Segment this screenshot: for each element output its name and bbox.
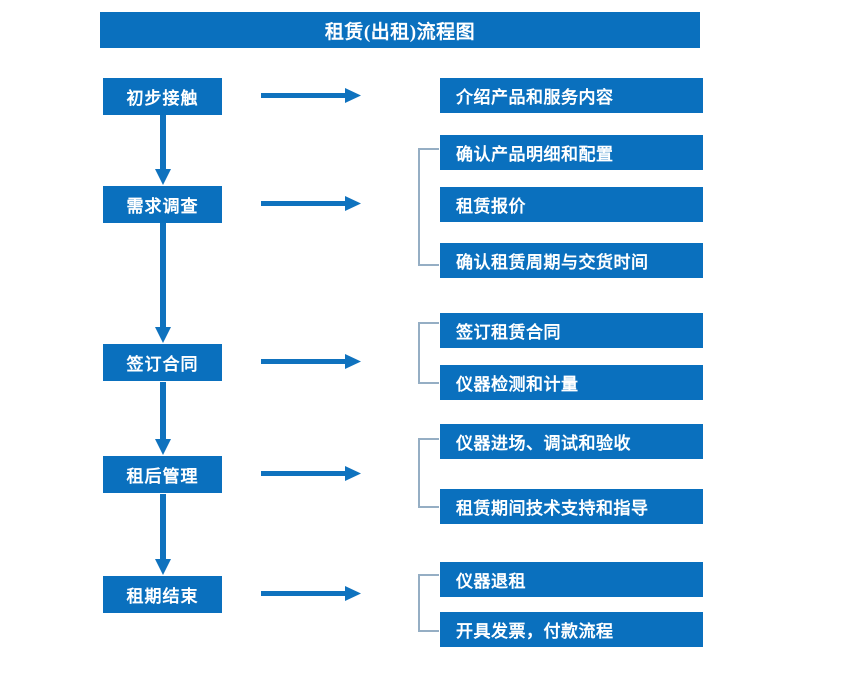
group-bracket-5 xyxy=(417,574,439,632)
detail-box-yiqi-jiance[interactable]: 仪器检测和计量 xyxy=(440,365,703,400)
down-arrow-3 xyxy=(154,382,172,455)
right-arrow-4 xyxy=(261,466,361,482)
detail-box-jieshao-chanpin[interactable]: 介绍产品和服务内容 xyxy=(440,78,703,113)
detail-box-qianding-zulin-hetong[interactable]: 签订租赁合同 xyxy=(440,313,703,348)
down-arrow-1 xyxy=(154,115,172,185)
detail-box-yiqi-tuizu[interactable]: 仪器退租 xyxy=(440,562,703,597)
down-arrow-2 xyxy=(154,223,172,343)
detail-box-yiqi-jinchang[interactable]: 仪器进场、调试和验收 xyxy=(440,424,703,459)
stage-box-xuqiu-diaocha[interactable]: 需求调查 xyxy=(103,186,222,223)
stage-box-chubu-jiechu[interactable]: 初步接触 xyxy=(103,78,222,115)
detail-box-queren-zhouqi[interactable]: 确认租赁周期与交货时间 xyxy=(440,243,703,278)
detail-box-zulin-baojia[interactable]: 租赁报价 xyxy=(440,187,703,222)
right-arrow-5 xyxy=(261,586,361,602)
right-arrow-3 xyxy=(261,354,361,370)
detail-box-kaiju-fapiao[interactable]: 开具发票，付款流程 xyxy=(440,612,703,647)
group-bracket-3 xyxy=(417,322,439,384)
stage-box-zuhou-guanli[interactable]: 租后管理 xyxy=(103,456,222,493)
page-title: 租赁(出租)流程图 xyxy=(100,12,700,48)
stage-box-zuqi-jieshu[interactable]: 租期结束 xyxy=(103,576,222,613)
group-bracket-2 xyxy=(417,148,439,266)
down-arrow-4 xyxy=(154,494,172,575)
right-arrow-2 xyxy=(261,196,361,212)
detail-box-jishu-zhichi[interactable]: 租赁期间技术支持和指导 xyxy=(440,489,703,524)
right-arrow-1 xyxy=(261,88,361,104)
detail-box-queren-mingxi[interactable]: 确认产品明细和配置 xyxy=(440,135,703,170)
group-bracket-4 xyxy=(417,438,439,508)
stage-box-qianding-hetong[interactable]: 签订合同 xyxy=(103,344,222,381)
